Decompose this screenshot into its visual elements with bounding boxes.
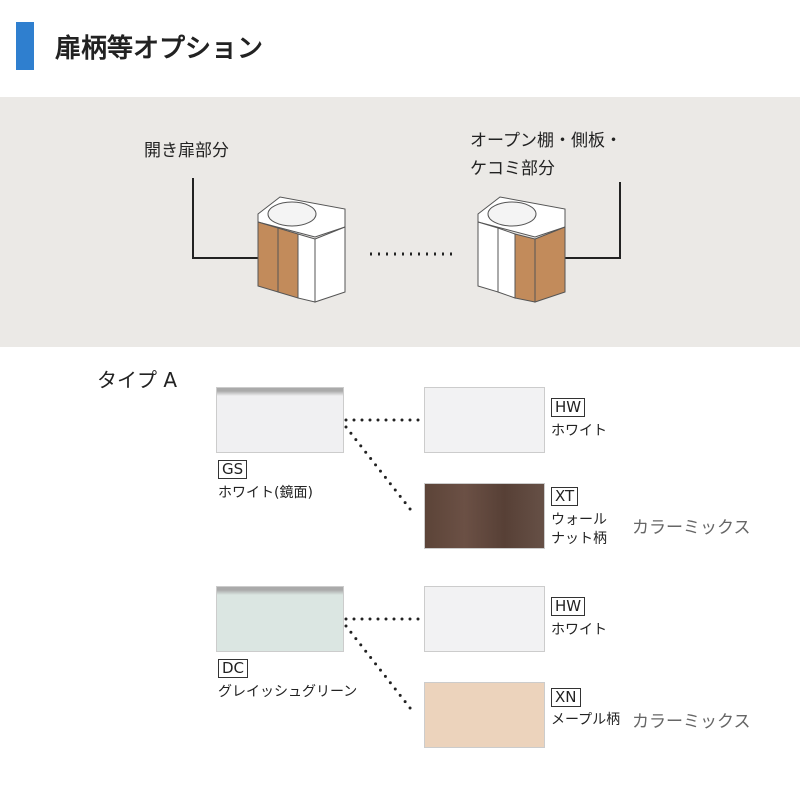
page-title: 扉柄等オプション — [55, 34, 264, 64]
name-xt-2: ナット柄 — [551, 531, 607, 547]
door-part-label: 開き扉部分 — [144, 141, 229, 161]
open-part-label-2: ケコミ部分 — [470, 159, 555, 179]
cabinet-diagram — [192, 178, 621, 303]
swatch-hw-2 — [424, 586, 545, 652]
code-dc: DC — [218, 659, 249, 678]
swatch-xn — [424, 682, 545, 748]
name-dc: グレイッシュグリーン — [218, 684, 358, 700]
code-gs: GS — [218, 460, 248, 479]
name-hw-2: ホワイト — [551, 622, 607, 638]
color-mix-label: カラーミックス — [632, 518, 751, 538]
code-hw-2: HW — [551, 597, 586, 616]
name-xn: メープル柄 — [551, 712, 621, 728]
swatch-xt — [424, 483, 545, 549]
door-leader-line — [192, 178, 262, 259]
diagram-panel — [0, 97, 800, 347]
swatch-dc — [216, 586, 344, 652]
name-xt-1: ウォール — [551, 512, 607, 528]
code-xn: XN — [551, 688, 581, 707]
type-label: タイプ A — [97, 368, 178, 392]
swatch-hw — [424, 387, 545, 453]
cabinet-right-icon — [477, 196, 566, 303]
cabinet-left-icon — [257, 196, 346, 303]
name-hw: ホワイト — [551, 423, 607, 439]
name-gs: ホワイト(鏡面) — [218, 485, 313, 501]
open-part-label-1: オープン棚・側板・ — [470, 131, 622, 151]
color-mix-label-2: カラーミックス — [632, 712, 751, 732]
open-leader-line — [548, 182, 621, 259]
code-hw: HW — [551, 398, 586, 417]
code-xt: XT — [551, 487, 579, 506]
swatch-gs — [216, 387, 344, 453]
title-accent-bar — [16, 22, 34, 70]
